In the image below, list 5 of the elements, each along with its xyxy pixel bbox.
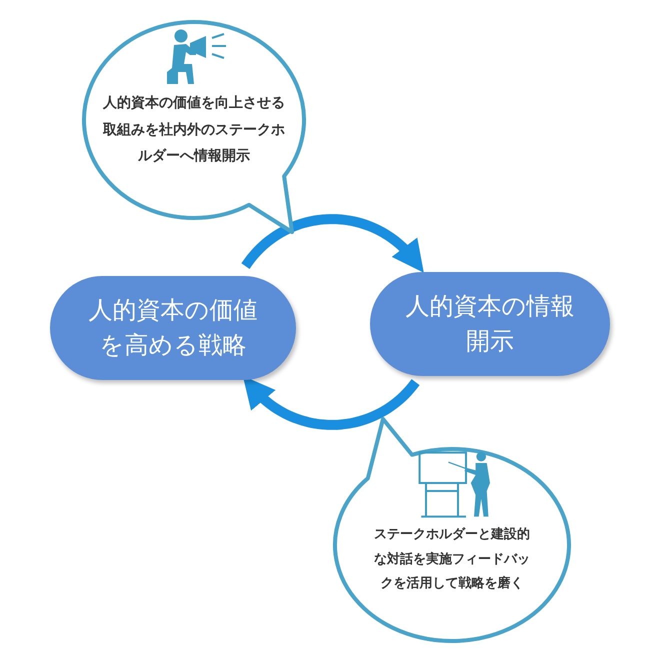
bubble-text: ステークホルダーと建設的な対話を実施フィードバックを活用して戦略を磨く	[374, 526, 530, 594]
rounded-pill: 人的資本の情報開示	[370, 272, 610, 376]
bubble-text: 人的資本の価値を向上させる取組みを社内外のステークホルダーへ情報開示	[103, 94, 285, 166]
rounded-pill: 人的資本の価値を高める戦略	[50, 276, 296, 380]
cycle-arrow	[241, 214, 424, 273]
